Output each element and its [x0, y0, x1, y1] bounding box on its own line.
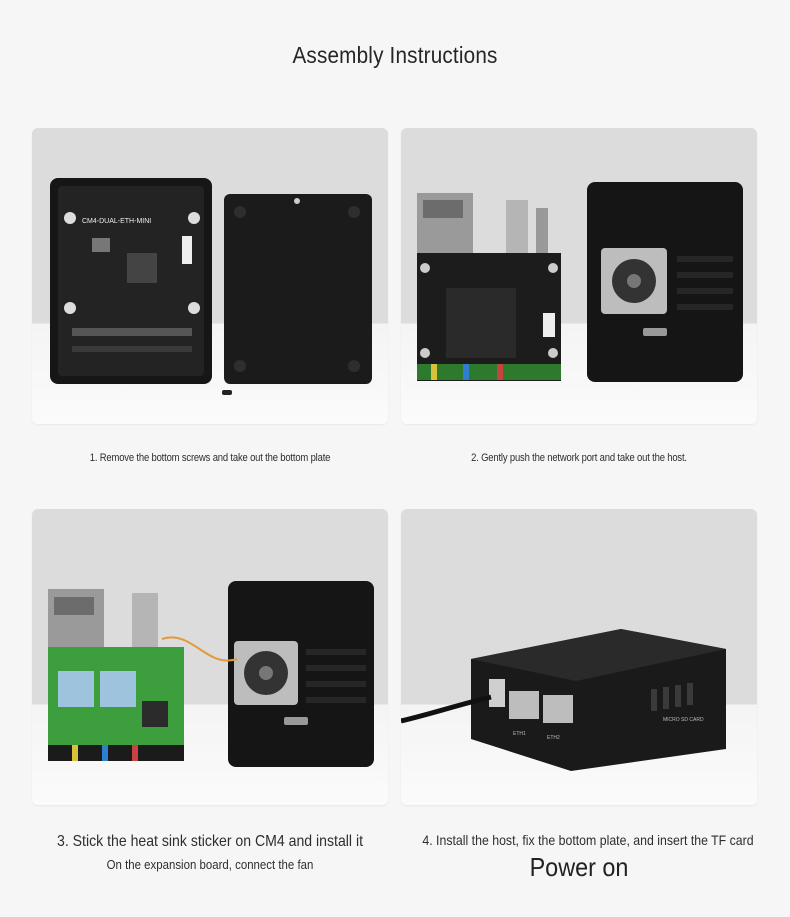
step-2-caption: 2. Gently push the network port and take…: [471, 452, 687, 464]
page-title: Assembly Instructions: [292, 42, 498, 68]
step-3-photo: [32, 509, 388, 805]
step-1-caption: 1. Remove the bottom screws and take out…: [89, 452, 331, 464]
power-on-label: Power on: [529, 852, 629, 882]
eth2-port-label: ETH2: [547, 735, 560, 741]
step-4-photo: ETH1 ETH2 MICRO SD CARD: [401, 509, 757, 805]
sd-card-slot-label: MICRO SD CARD: [663, 717, 704, 723]
step-2-photo: [401, 128, 757, 424]
step-3-caption: 3. Stick the heat sink sticker on CM4 an…: [57, 833, 363, 850]
step-4-caption: 4. Install the host, fix the bottom plat…: [422, 832, 754, 848]
board-silkscreen-label: CM4-DUAL-ETH-MINI: [82, 218, 151, 225]
eth1-port-label: ETH1: [513, 731, 526, 737]
step-1-photo: CM4-DUAL-ETH-MINI: [32, 128, 388, 424]
step-3-subcaption: On the expansion board, connect the fan: [106, 857, 314, 872]
